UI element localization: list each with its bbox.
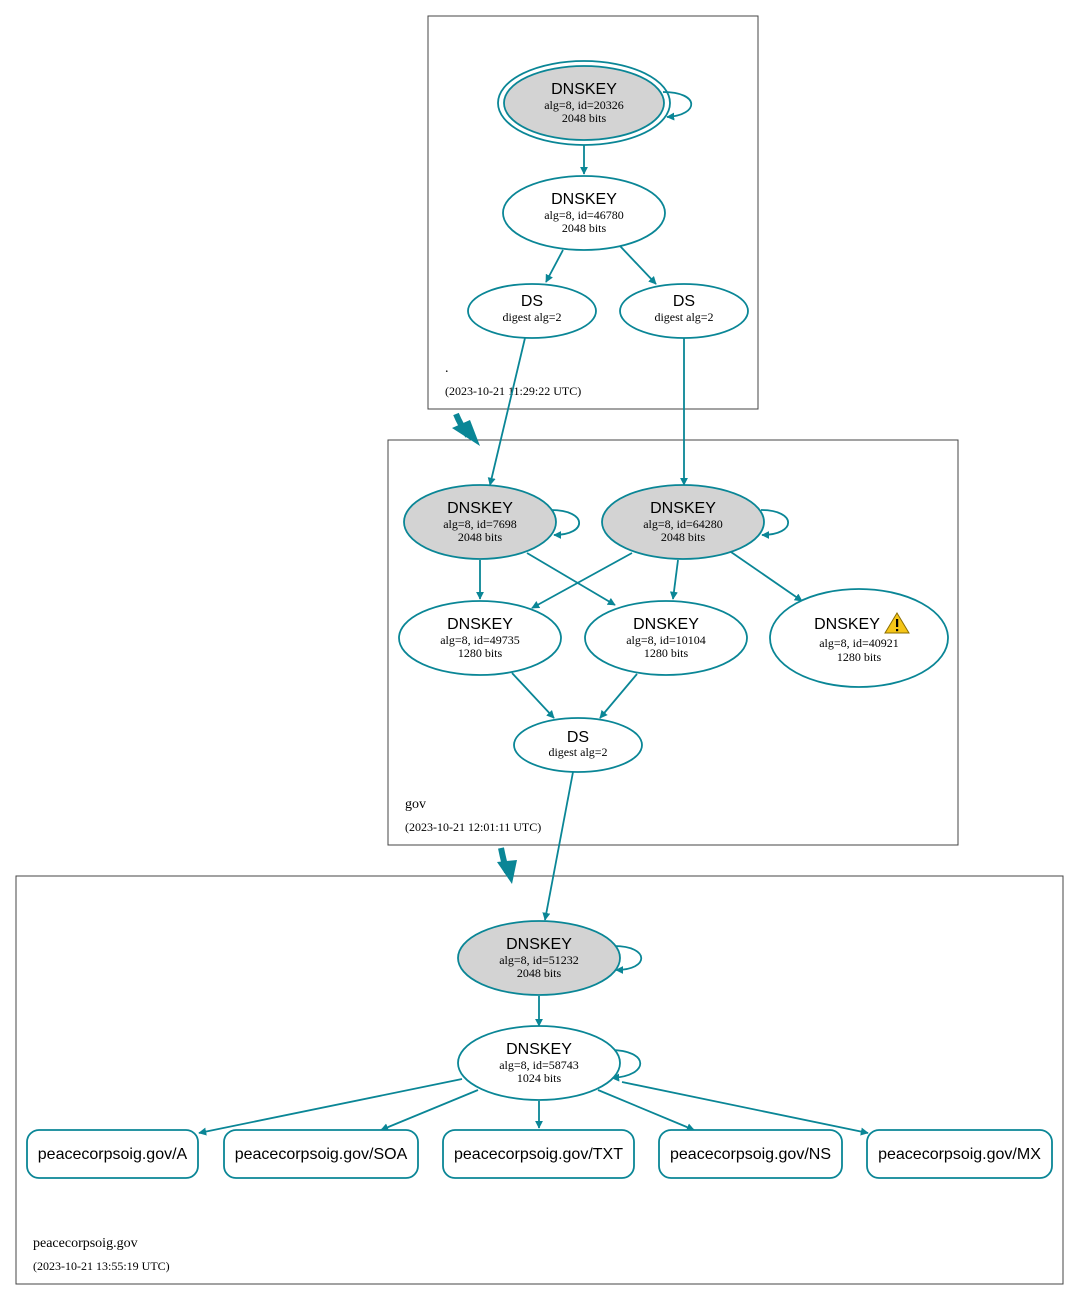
node-gov-zsk1: DNSKEY alg=8, id=49735 1280 bits [398, 600, 562, 676]
rrset-ns-label: peacecorpsoig.gov/NS [670, 1146, 831, 1163]
node-gov-zsk2-title: DNSKEY [633, 616, 699, 633]
zone-root-name: . [445, 361, 449, 376]
node-root-zsk-id: alg=8, id=46780 [544, 208, 624, 222]
delegation-gov-to-peacecorpsoig [497, 847, 517, 884]
node-root-ds1-digest: digest alg=2 [502, 310, 561, 324]
node-gov-zsk2-bits: 1280 bits [644, 646, 689, 660]
node-pc-zsk-id: alg=8, id=58743 [499, 1058, 579, 1072]
node-gov-ksk2-id: alg=8, id=64280 [643, 517, 723, 531]
edge-gov-ds-pc-ksk [542, 771, 574, 921]
node-root-ksk-title: DNSKEY [551, 81, 617, 98]
node-root-ds1-title: DS [521, 293, 543, 310]
node-gov-zsk2: DNSKEY alg=8, id=10104 1280 bits [584, 600, 748, 676]
zone-peacecorpsoig-name: peacecorpsoig.gov [33, 1236, 138, 1251]
node-root-ds2-digest: digest alg=2 [654, 310, 713, 324]
zone-gov-timestamp: (2023-10-21 12:01:11 UTC) [405, 820, 541, 834]
edge-gov-ksk2-zsk3 [730, 551, 803, 602]
rrset-txt-label: peacecorpsoig.gov/TXT [454, 1146, 623, 1163]
edge-pc-zsk-rr-soa [380, 1089, 479, 1131]
edge-pc-zsk-self [609, 1049, 641, 1082]
node-gov-ds-title: DS [567, 729, 589, 746]
node-gov-zsk3-title: DNSKEY [814, 616, 880, 633]
node-gov-ds-digest: digest alg=2 [548, 745, 607, 759]
node-gov-ksk2-title: DNSKEY [650, 500, 716, 517]
node-root-ds2: DS digest alg=2 [619, 283, 749, 339]
edge-gov-zsk2-ds [599, 673, 638, 719]
node-gov-zsk1-bits: 1280 bits [458, 646, 503, 660]
rrset-mx: peacecorpsoig.gov/MX [866, 1129, 1053, 1179]
node-pc-zsk-title: DNSKEY [506, 1041, 572, 1058]
rrset-ns: peacecorpsoig.gov/NS [658, 1129, 843, 1179]
node-root-zsk-title: DNSKEY [551, 191, 617, 208]
node-root-ksk-bits: 2048 bits [562, 111, 607, 125]
zone-peacecorpsoig: peacecorpsoig.gov (2023-10-21 13:55:19 U… [15, 875, 1064, 1285]
zone-gov-name: gov [405, 797, 426, 812]
zone-gov: gov (2023-10-21 12:01:11 UTC) [387, 439, 959, 846]
node-gov-ksk1-bits: 2048 bits [458, 530, 503, 544]
edges [198, 91, 869, 1136]
edge-gov-ksk1-zsk2 [526, 552, 616, 606]
node-gov-zsk3-id: alg=8, id=40921 [819, 636, 899, 650]
edge-root-zsk-ds1 [545, 249, 564, 283]
rrset-a-label: peacecorpsoig.gov/A [38, 1146, 188, 1163]
node-gov-ksk2: DNSKEY alg=8, id=64280 2048 bits [601, 484, 765, 560]
edge-pc-zsk-rr-a [198, 1078, 463, 1136]
edge-pc-ksk-self [613, 945, 643, 974]
edge-root-ksk-self [662, 91, 693, 121]
node-gov-ksk2-bits: 2048 bits [661, 530, 706, 544]
edge-pc-zsk-rr-mx [621, 1081, 869, 1136]
rrset-a: peacecorpsoig.gov/A [26, 1129, 199, 1179]
zone-peacecorpsoig-timestamp: (2023-10-21 13:55:19 UTC) [33, 1259, 170, 1273]
node-gov-ksk1: DNSKEY alg=8, id=7698 2048 bits [403, 484, 557, 560]
edge-root-zsk-ds2 [619, 245, 657, 285]
node-gov-zsk2-id: alg=8, id=10104 [626, 633, 706, 647]
node-pc-ksk: DNSKEY alg=8, id=51232 2048 bits [457, 920, 621, 996]
node-root-ksk: DNSKEY alg=8, id=20326 2048 bits [497, 60, 671, 146]
edge-pc-zsk-rr-ns [597, 1089, 695, 1131]
delegation-root-to-gov [452, 412, 480, 446]
edge-gov-ksk1-self [550, 509, 581, 539]
rrset-soa-label: peacecorpsoig.gov/SOA [235, 1146, 408, 1163]
node-gov-ds: DS digest alg=2 [513, 717, 643, 773]
rrset-mx-label: peacecorpsoig.gov/MX [878, 1146, 1041, 1163]
node-pc-ksk-id: alg=8, id=51232 [499, 953, 579, 967]
node-root-zsk-bits: 2048 bits [562, 221, 607, 235]
node-root-ds2-title: DS [673, 293, 695, 310]
node-root-zsk: DNSKEY alg=8, id=46780 2048 bits [502, 175, 666, 251]
node-pc-zsk: DNSKEY alg=8, id=58743 1024 bits [457, 1025, 621, 1101]
edge-gov-ksk2-zsk2 [669, 559, 679, 600]
node-pc-ksk-bits: 2048 bits [517, 966, 562, 980]
node-gov-zsk3: DNSKEY alg=8, id=40921 1280 bits [769, 588, 949, 688]
node-root-ds1: DS digest alg=2 [467, 283, 597, 339]
edge-gov-ksk2-zsk1 [531, 552, 633, 609]
node-gov-zsk3-bits: 1280 bits [837, 650, 882, 664]
node-gov-zsk1-id: alg=8, id=49735 [440, 633, 520, 647]
edge-root-ds1-gov-ksk1 [487, 337, 526, 486]
edge-gov-zsk1-ds [511, 672, 555, 719]
node-gov-ksk1-title: DNSKEY [447, 500, 513, 517]
rrset-soa: peacecorpsoig.gov/SOA [223, 1129, 419, 1179]
edge-gov-ksk2-self [760, 509, 789, 539]
rrset-txt: peacecorpsoig.gov/TXT [442, 1129, 635, 1179]
node-pc-zsk-bits: 1024 bits [517, 1071, 562, 1085]
node-gov-ksk1-id: alg=8, id=7698 [443, 517, 517, 531]
node-pc-ksk-title: DNSKEY [506, 936, 572, 953]
node-gov-zsk1-title: DNSKEY [447, 616, 513, 633]
node-root-ksk-id: alg=8, id=20326 [544, 98, 624, 112]
warning-icon [884, 612, 910, 634]
